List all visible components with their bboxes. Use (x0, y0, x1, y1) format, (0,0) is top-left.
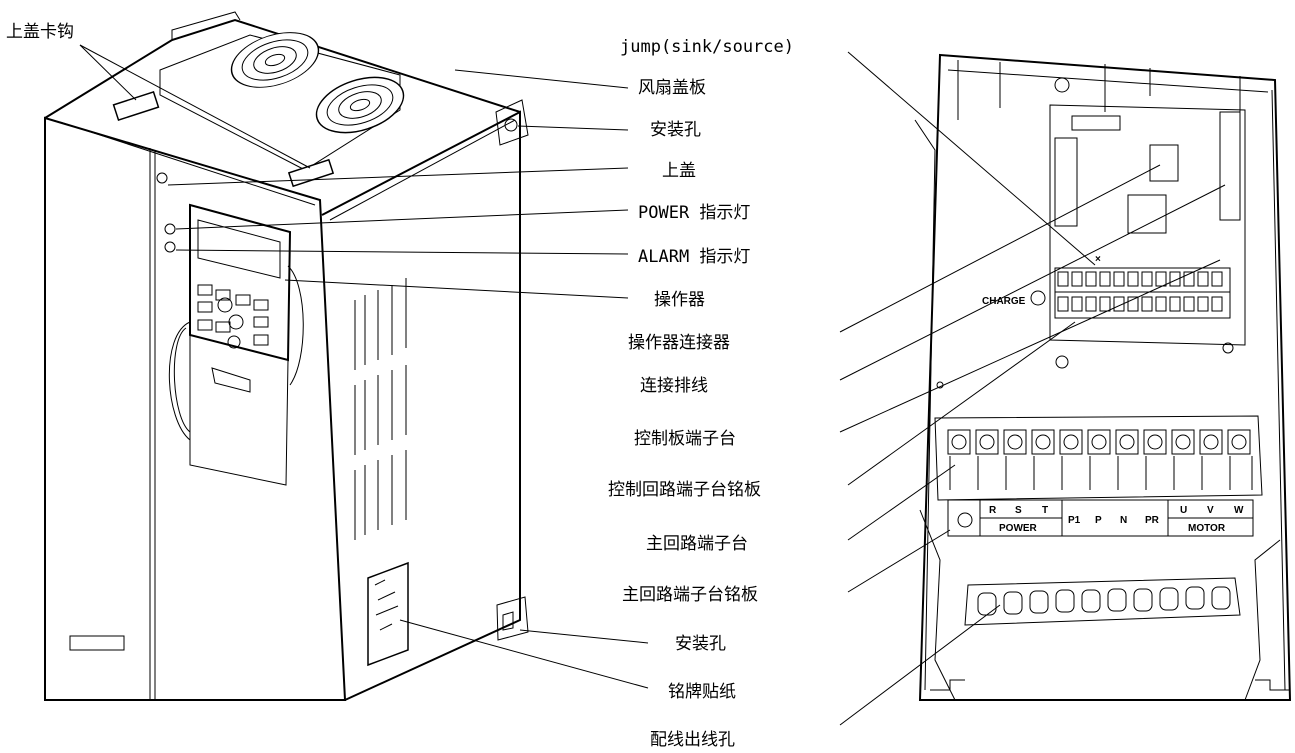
label-mount-hole-bottom: 安装孔 (675, 634, 726, 654)
svg-text:MOTOR: MOTOR (1188, 523, 1226, 534)
label-top-cover-hook: 上盖卡钩 (6, 22, 74, 42)
label-control-nameplate: 控制回路端子台铭板 (608, 480, 761, 500)
label-mount-hole-top: 安装孔 (650, 120, 701, 140)
ribbon-connector (1219, 111, 1241, 221)
label-control-terminal: 控制板端子台 (634, 429, 736, 449)
hook-slot (112, 90, 160, 122)
mount-hole-icon (502, 611, 514, 631)
svg-text:S: S (1015, 505, 1022, 516)
svg-text:PR: PR (1145, 515, 1160, 526)
label-ribbon-cable: 连接排线 (640, 376, 708, 396)
logo-plate (69, 635, 125, 651)
main-terminal-block (934, 415, 1263, 501)
svg-text:P: P (1095, 515, 1102, 526)
label-power-led: POWER 指示灯 (638, 203, 750, 223)
hook-slot (287, 158, 335, 188)
label-fan-cover: 风扇盖板 (638, 78, 706, 98)
label-main-terminal: 主回路端子台 (646, 534, 748, 554)
main-nameplate: R S T POWER P1 P N PR U V W MOTOR (947, 499, 1254, 537)
mount-hole-icon (504, 118, 518, 132)
db9-connector (1071, 115, 1121, 131)
svg-text:W: W (1234, 505, 1244, 516)
operator-connector (1149, 144, 1179, 182)
power-led-icon (164, 223, 176, 235)
label-top-cover: 上盖 (662, 161, 696, 181)
label-wiring-holes: 配线出线孔 (650, 730, 735, 750)
label-main-nameplate: 主回路端子台铭板 (622, 585, 758, 605)
label-alarm-led: ALARM 指示灯 (638, 247, 750, 267)
connector-strip (1054, 137, 1078, 227)
svg-text:×: × (1095, 254, 1101, 265)
wiring-hole-plate (964, 577, 1241, 626)
label-jump: jump(sink/source) (620, 37, 794, 57)
charge-mark: CHARGE (982, 296, 1026, 307)
leader-lines (79, 44, 1226, 726)
svg-text:V: V (1207, 505, 1214, 516)
svg-text:N: N (1120, 515, 1127, 526)
svg-text:T: T (1042, 505, 1048, 516)
inverter-closed-view (44, 11, 529, 701)
operator-keypad (168, 203, 304, 486)
control-terminal-block (1054, 267, 1231, 319)
label-name-sticker: 铭牌贴纸 (668, 682, 736, 702)
inverter-open-view: × CHARGE (914, 53, 1292, 701)
label-operator-connector: 操作器连接器 (628, 333, 730, 353)
vent-grille (354, 278, 407, 540)
fan-icon (315, 76, 405, 134)
alarm-led-icon (164, 241, 176, 253)
svg-text:P1: P1 (1068, 515, 1081, 526)
svg-text:R: R (989, 505, 997, 516)
svg-text:POWER: POWER (999, 523, 1038, 534)
nameplate-sticker (367, 561, 409, 667)
fan-icon (230, 32, 320, 88)
wiring-holes (977, 586, 1231, 616)
svg-text:U: U (1180, 505, 1187, 516)
label-operator: 操作器 (654, 290, 705, 310)
